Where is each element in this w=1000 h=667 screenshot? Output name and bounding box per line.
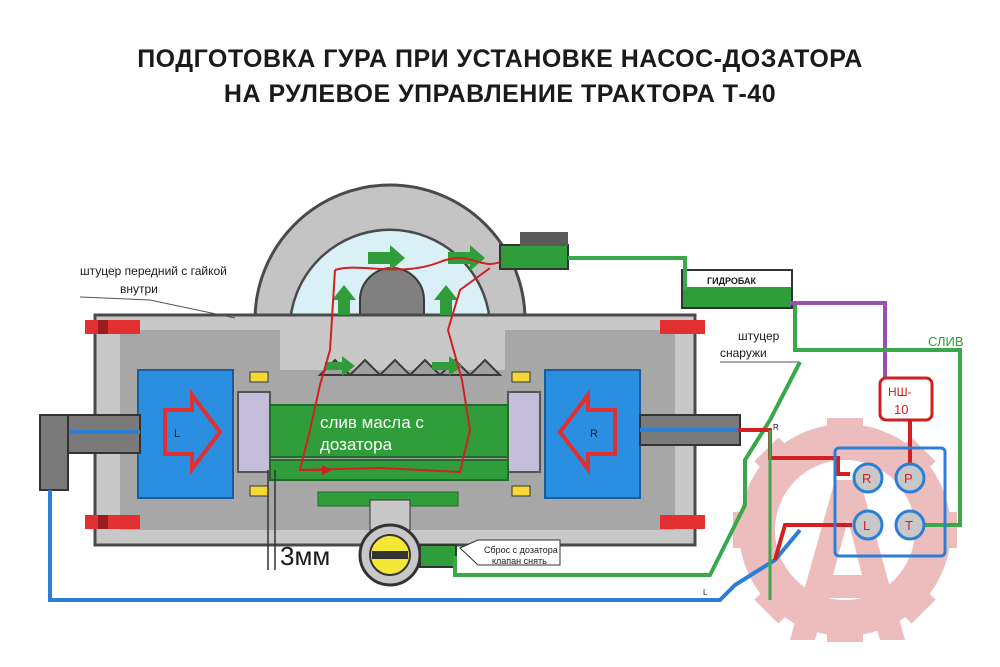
dimension-lines (267, 470, 276, 570)
watermark-gear-logo (733, 418, 957, 642)
outer-fitting-label-2: снаружи (720, 346, 767, 360)
title-line-1: ПОДГОТОВКА ГУРА ПРИ УСТАНОВКЕ НАСОС-ДОЗА… (137, 45, 863, 73)
drain-label: СЛИВ (928, 334, 964, 349)
hydraulic-tank (681, 269, 793, 309)
left-chamber-arrow (163, 389, 223, 475)
port-p-label: P (904, 471, 913, 486)
port-t-label: T (905, 518, 913, 533)
pump-label-2: 10 (894, 402, 908, 417)
housing-bolts (85, 320, 705, 529)
dome-outlet-nut (520, 232, 568, 246)
port-l-label: L (863, 518, 870, 533)
front-fitting-label-2: внутри (120, 282, 158, 296)
pump-label-1: НШ- (888, 385, 912, 399)
reset-label-2: клапан снять (492, 556, 547, 566)
front-fitting-leader-2 (149, 299, 236, 319)
tank-label: ГИДРОБАК (707, 276, 756, 286)
right-chamber-arrow (557, 389, 617, 475)
title-line-2: НА РУЛЕВОЕ УПРАВЛЕНИЕ ТРАКТОРА Т-40 (223, 80, 777, 108)
port-r-label: R (862, 471, 871, 486)
left-chamber-label: L (174, 428, 180, 440)
small-l-label: L (703, 588, 708, 597)
reset-callout (459, 539, 561, 566)
right-piston (507, 391, 541, 473)
drain-oil-label-1: слив масла с (320, 413, 424, 432)
drain-valve (358, 499, 457, 587)
outer-fitting-label-1: штуцер (738, 329, 780, 343)
left-piston (237, 391, 271, 473)
piston-seals (249, 371, 531, 497)
right-fitting (639, 414, 741, 446)
metering-pump-block (833, 446, 947, 558)
hydraulic-lines (48, 256, 962, 602)
reset-label-1: Сброс с дозатора (484, 545, 558, 555)
dome-outlet-fitting (499, 244, 569, 270)
oil-flow-path (298, 257, 501, 474)
pump-nsh10 (878, 376, 934, 422)
front-fitting-leader (79, 296, 151, 301)
drain-oil-label-2: дозатора (320, 435, 393, 454)
left-fitting (39, 414, 141, 491)
front-fitting-label-1: штуцер передний с гайкой (80, 264, 227, 278)
small-r-label: R (773, 423, 779, 432)
dimension-label: 3мм (280, 541, 330, 571)
right-chamber-label: R (590, 428, 598, 440)
